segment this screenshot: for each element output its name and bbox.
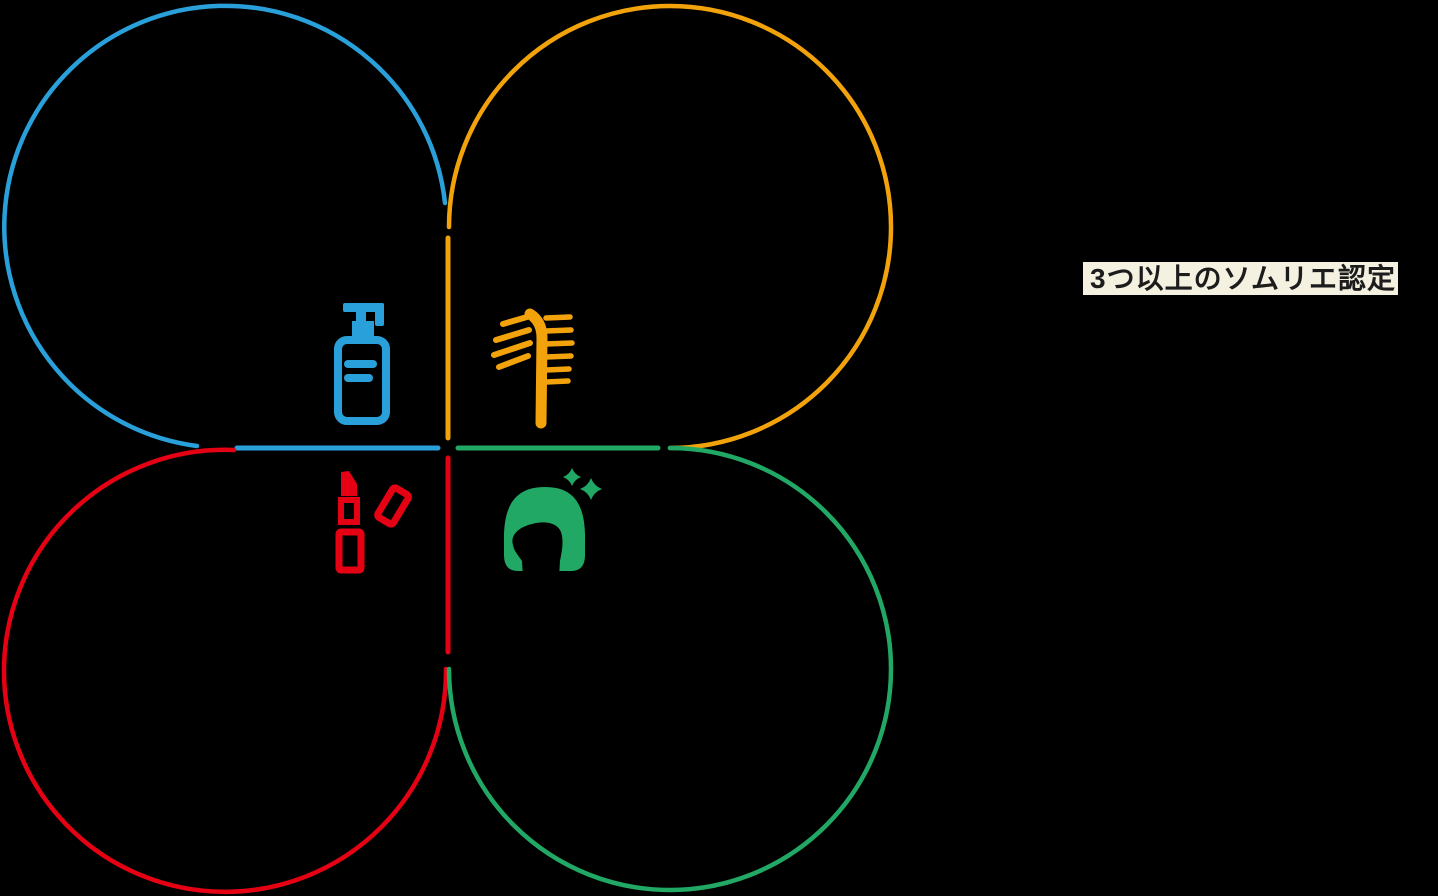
comb-icon [491, 308, 575, 429]
petal-bottom-left [1, 447, 451, 895]
bottle-label-line-1 [344, 360, 377, 368]
top-right-circle-arc [446, 3, 894, 451]
bottom-right-circle-arc [446, 445, 894, 893]
lipstick-icon [335, 471, 412, 574]
annotation-label: 3つ以上のソムリエ認定 [1083, 262, 1398, 295]
face-cutout [512, 522, 563, 578]
pump-arm [343, 303, 384, 312]
annotation-text: 3つ以上のソムリエ認定 [1090, 262, 1396, 294]
hairstyle-sparkles-icon [503, 468, 602, 578]
comb-teeth-left [491, 314, 533, 370]
petal-top-right [445, 3, 894, 451]
annotation-highlight [1083, 262, 1398, 295]
sparkle-large [580, 478, 602, 500]
top-left-circle-arc [2, 3, 448, 449]
pump-nozzle [375, 303, 384, 326]
lipstick-bullet [341, 471, 357, 496]
comb-spine [524, 308, 548, 429]
pump-bottle-icon [334, 303, 390, 425]
lipstick-collar [338, 497, 360, 525]
bottle-label-line-2 [344, 374, 373, 382]
pump-stem [356, 304, 366, 323]
lipstick-cap [374, 484, 412, 528]
lipstick-base [335, 528, 365, 574]
sparkle-small [563, 468, 581, 486]
bottle-neck [352, 321, 374, 337]
comb-teeth-right [543, 314, 575, 385]
bottom-left-circle-arc [1, 447, 449, 895]
bottle-body [334, 336, 390, 425]
petal-top-left [2, 3, 448, 451]
petal-bottom-right [446, 445, 894, 893]
